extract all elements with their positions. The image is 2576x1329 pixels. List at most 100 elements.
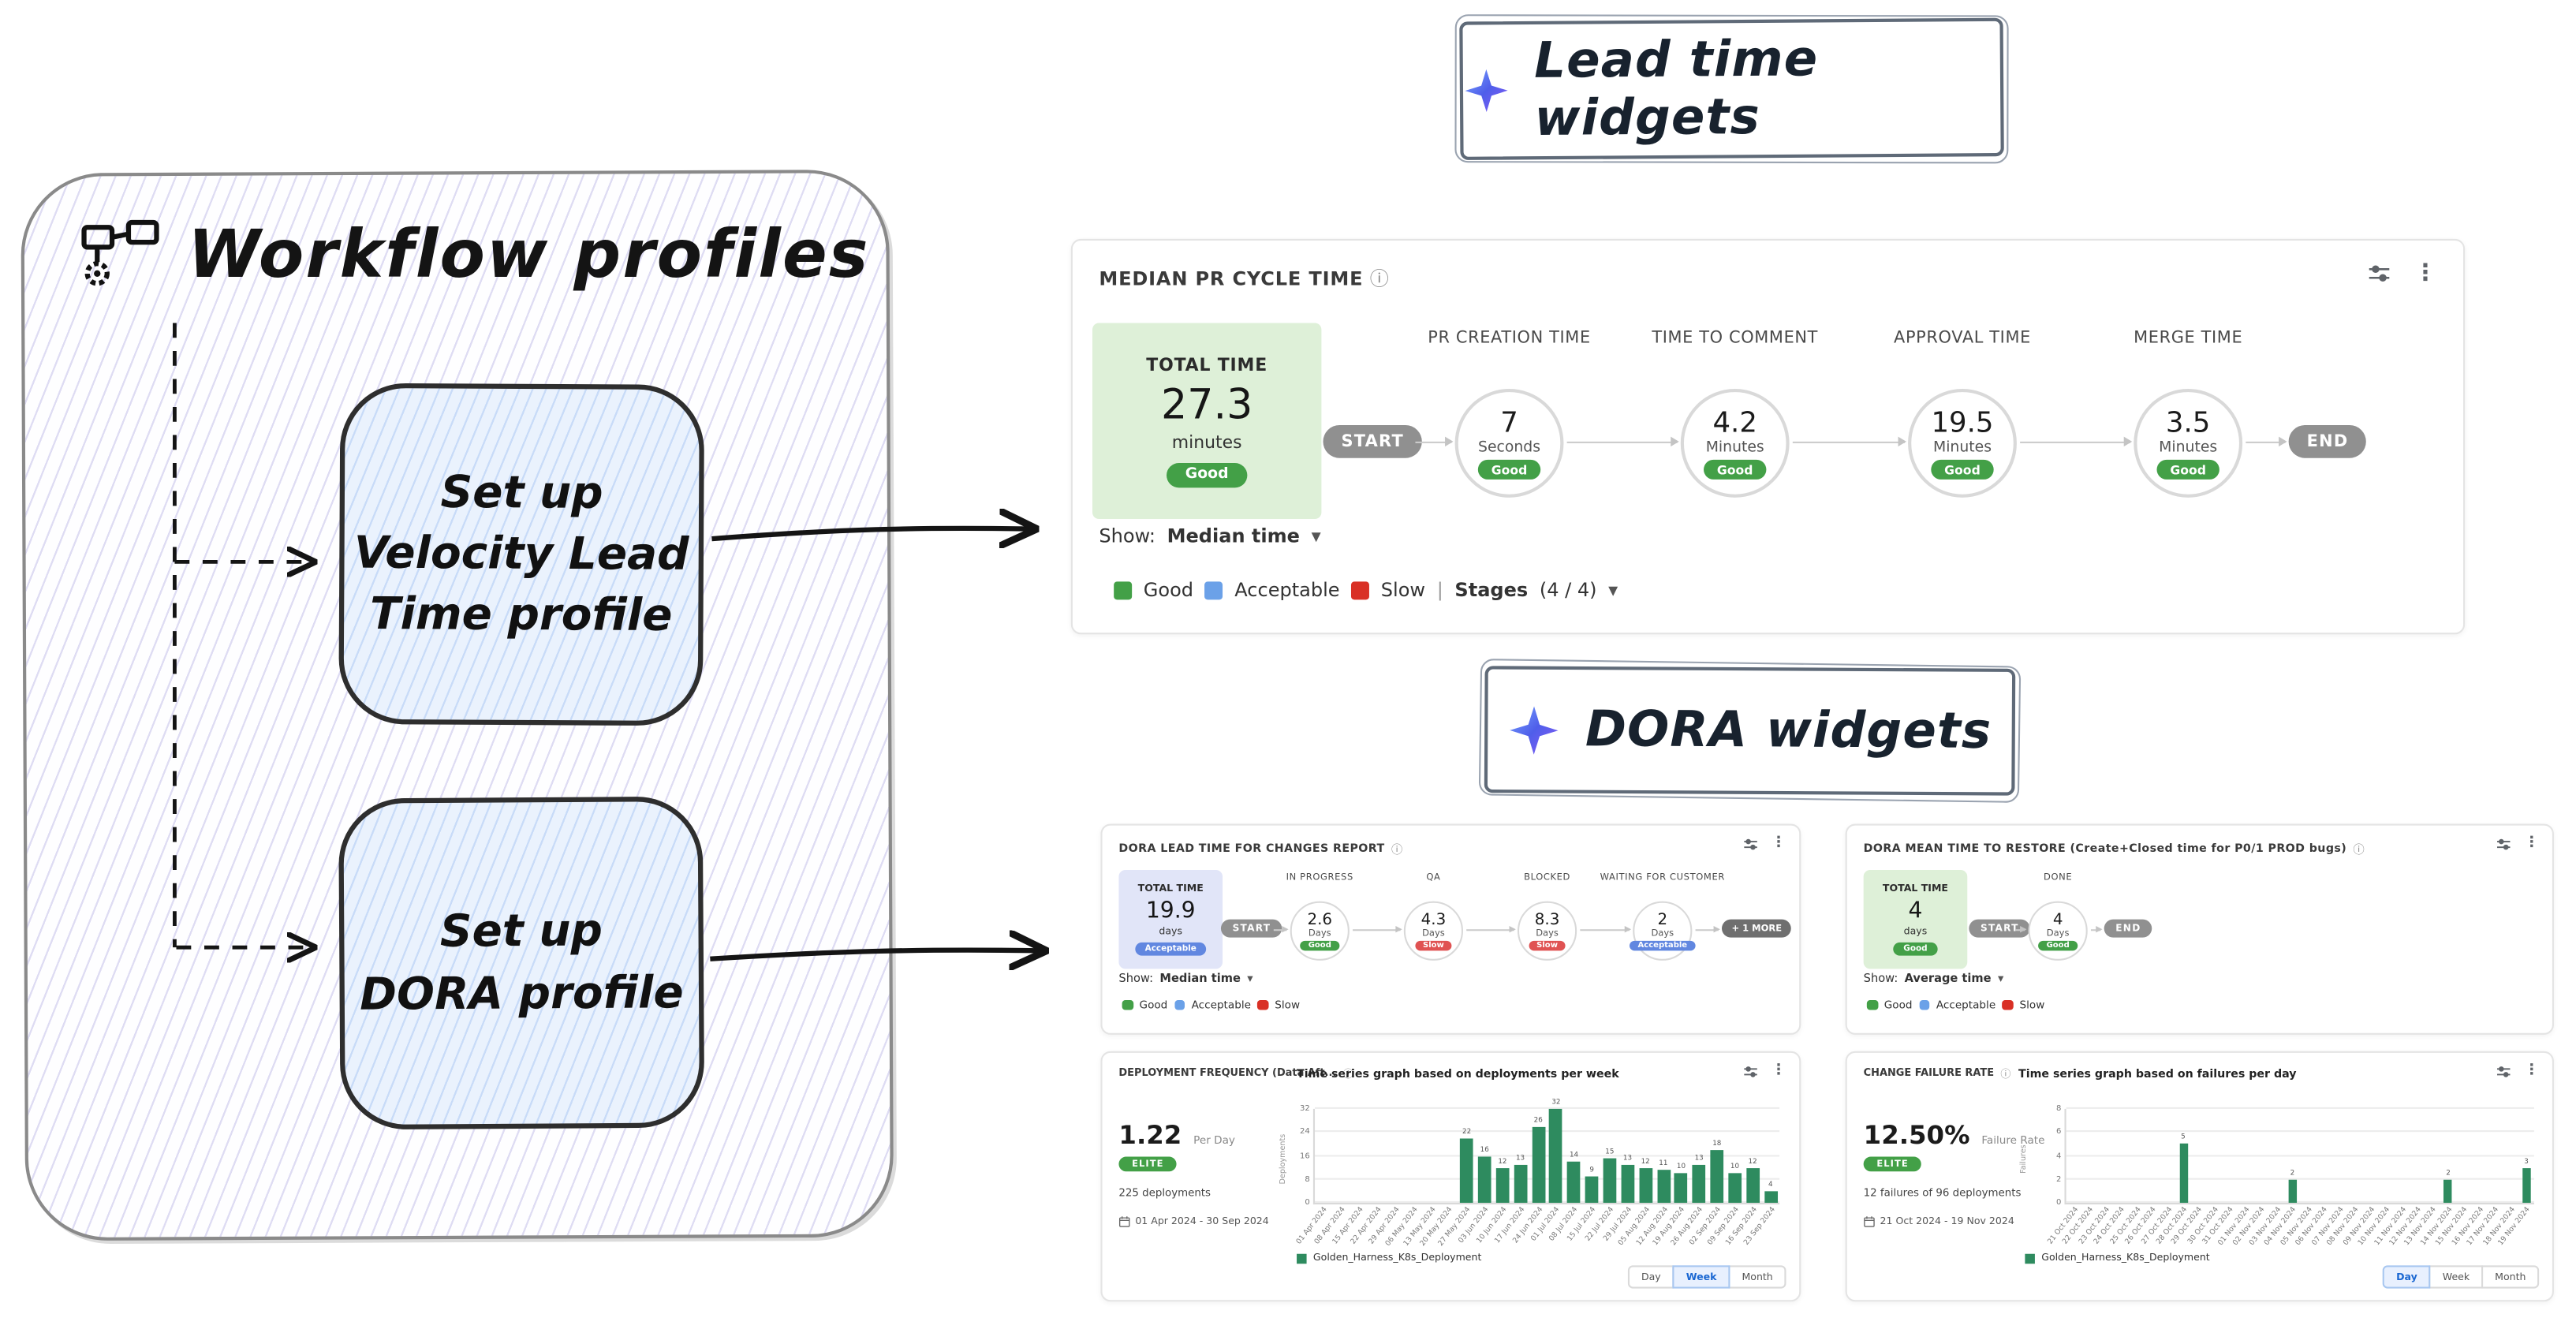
date-range: 01 Apr 2024 - 30 Sep 2024: [1118, 1215, 1269, 1228]
filter-settings-icon[interactable]: [2496, 837, 2511, 852]
toggle-week[interactable]: Week: [1673, 1265, 1730, 1289]
kebab-menu-icon[interactable]: ⋮: [2524, 1062, 2540, 1080]
kebab-menu-icon[interactable]: ⋮: [1771, 1062, 1786, 1080]
flow-connector: [1695, 925, 1720, 933]
stage-label-done: DONE: [2044, 873, 2073, 883]
flow-connector: [2014, 925, 2027, 933]
chart-title: Time series graph based on deployments p…: [1297, 1067, 1619, 1081]
filter-settings-icon[interactable]: [1743, 837, 1758, 852]
sparkle-icon: [1465, 69, 1508, 113]
flow-connector: [1273, 925, 1289, 933]
summary-unit: days: [1159, 926, 1183, 938]
show-value: Median time: [1159, 972, 1241, 986]
toggle-day[interactable]: Day: [2383, 1265, 2431, 1289]
filter-settings-icon[interactable]: [2368, 262, 2391, 285]
show-value: Average time: [1904, 972, 1992, 986]
summary-rating-badge: Acceptable: [1135, 942, 1207, 956]
flow-connector: [1580, 925, 1632, 933]
summary-rating-badge: Good: [1893, 942, 1938, 956]
kebab-menu-icon[interactable]: ⋮: [2414, 260, 2437, 287]
stage-circle-qa: 4.3 Days Slow: [1403, 901, 1464, 961]
legend-good-label: Good: [1883, 998, 1913, 1012]
more-stages-pill[interactable]: + 1 MORE: [1722, 919, 1792, 938]
summary-value: 4: [1908, 897, 1923, 924]
stage-circle-approval-time: 19.5 Minutes Good: [1908, 389, 2017, 498]
info-icon[interactable]: ⓘ: [1391, 843, 1403, 857]
summary-unit: minutes: [1171, 432, 1242, 453]
dora-widgets-banner: DORA widgets: [1484, 666, 2016, 796]
info-icon[interactable]: ⓘ: [2000, 1069, 2011, 1081]
stage-circle-pr-creation-time: 7 Seconds Good: [1454, 389, 1564, 498]
toggle-day[interactable]: Day: [1628, 1265, 1674, 1289]
series-name: Golden_Harness_K8s_Deployment: [2041, 1252, 2210, 1264]
total-time-summary: TOTAL TIME 27.3 minutes Good: [1092, 323, 1322, 520]
stage-rating-badge: Slow: [1414, 940, 1453, 951]
info-icon[interactable]: ⓘ: [1342, 1069, 1353, 1081]
rating-legend: Good Acceptable Slow | Stages (4 / 4) ▾: [1114, 578, 1618, 601]
show-dropdown[interactable]: Show: Average time ▾: [1864, 972, 2004, 986]
metric: 12.50% Failure Rate: [1863, 1118, 2045, 1151]
dora-banner-label: DORA widgets: [1585, 700, 1992, 761]
calendar-icon: [1864, 1216, 1875, 1227]
stage-rating-badge: Good: [2038, 940, 2078, 951]
series-swatch: [1297, 1252, 1307, 1264]
chevron-down-icon: ▾: [1311, 524, 1321, 547]
toggle-month[interactable]: Month: [1728, 1265, 1786, 1289]
deployments-count: 225 deployments: [1118, 1186, 1211, 1200]
chevron-down-icon[interactable]: ▾: [1608, 578, 1618, 602]
node-velocity-lead-time-profile: Set up Velocity Lead Time profile: [338, 383, 705, 726]
legend-slow-swatch: [1351, 581, 1370, 599]
rating-legend: Good Acceptable Slow: [1866, 998, 2044, 1012]
stages-count: (4 / 4): [1539, 578, 1597, 602]
filter-settings-icon[interactable]: [2496, 1064, 2511, 1079]
widget-title-text: DORA MEAN TIME TO RESTORE (Create+Closed…: [1863, 842, 2347, 856]
stage-label-pr-creation-time: PR CREATION TIME: [1428, 329, 1591, 348]
calendar-icon: [1118, 1216, 1130, 1227]
flow-connector: [1353, 925, 1402, 933]
node-dora-profile: Set up DORA profile: [338, 796, 705, 1130]
legend-slow-swatch: [2002, 999, 2014, 1011]
stage-label-in-progress: IN PROGRESS: [1286, 873, 1353, 883]
stage-unit: Days: [1651, 928, 1674, 939]
toggle-week[interactable]: Week: [2429, 1265, 2483, 1289]
info-icon[interactable]: ⓘ: [1369, 267, 1390, 290]
stage-unit: Minutes: [1932, 439, 1992, 457]
metric-value: 12.50%: [1863, 1120, 1970, 1151]
kebab-menu-icon[interactable]: ⋮: [1771, 835, 1786, 853]
stage-circle-done: 4 Days Good: [2028, 901, 2088, 961]
stage-circle-waiting-for-customer: 2 Days Acceptable: [1630, 901, 1696, 961]
dora-lead-time-widget: DORA LEAD TIME FOR CHANGES REPORT ⓘ ⋮ TO…: [1100, 823, 1801, 1035]
flow-connector: [1415, 436, 1454, 446]
show-dropdown[interactable]: Show: Median time ▾: [1118, 972, 1253, 986]
start-pill: START: [1220, 919, 1282, 938]
kebab-menu-icon[interactable]: ⋮: [2524, 835, 2540, 853]
show-dropdown[interactable]: Show: Median time ▾: [1099, 524, 1320, 547]
change-failure-rate-widget: CHANGE FAILURE RATE ⓘ Time series graph …: [1845, 1051, 2554, 1302]
lead-time-banner-label: Lead time widgets: [1533, 30, 1819, 148]
workflow-icon: [81, 219, 159, 286]
stages-label: Stages: [1454, 578, 1529, 602]
stage-value: 4: [2052, 910, 2063, 929]
toggle-month[interactable]: Month: [2481, 1265, 2540, 1289]
chevron-down-icon: ▾: [1997, 972, 2004, 986]
rating-legend: Good Acceptable Slow: [1122, 999, 1300, 1012]
workflow-title: Workflow profiles: [188, 217, 870, 293]
stage-circle-time-to-comment: 4.2 Minutes Good: [1680, 389, 1790, 498]
chevron-down-icon: ▾: [1247, 972, 1253, 986]
stage-value: 19.5: [1931, 406, 1994, 440]
info-icon[interactable]: ⓘ: [2353, 843, 2365, 857]
series-swatch: [2025, 1252, 2035, 1264]
legend-slow-label: Slow: [1380, 578, 1426, 602]
stage-value: 4.3: [1421, 910, 1447, 929]
widget-title-text: CHANGE FAILURE RATE: [1863, 1067, 1995, 1080]
flow-connector: [1566, 436, 1679, 446]
show-label: Show:: [1863, 972, 1898, 986]
filter-settings-icon[interactable]: [1743, 1064, 1758, 1079]
stage-rating-badge: Good: [2156, 459, 2219, 480]
date-range-text: 01 Apr 2024 - 30 Sep 2024: [1135, 1215, 1269, 1228]
metric: 1.22 Per Day: [1118, 1118, 1235, 1151]
stage-unit: Days: [2046, 928, 2070, 939]
stage-value: 4.2: [1712, 406, 1757, 440]
